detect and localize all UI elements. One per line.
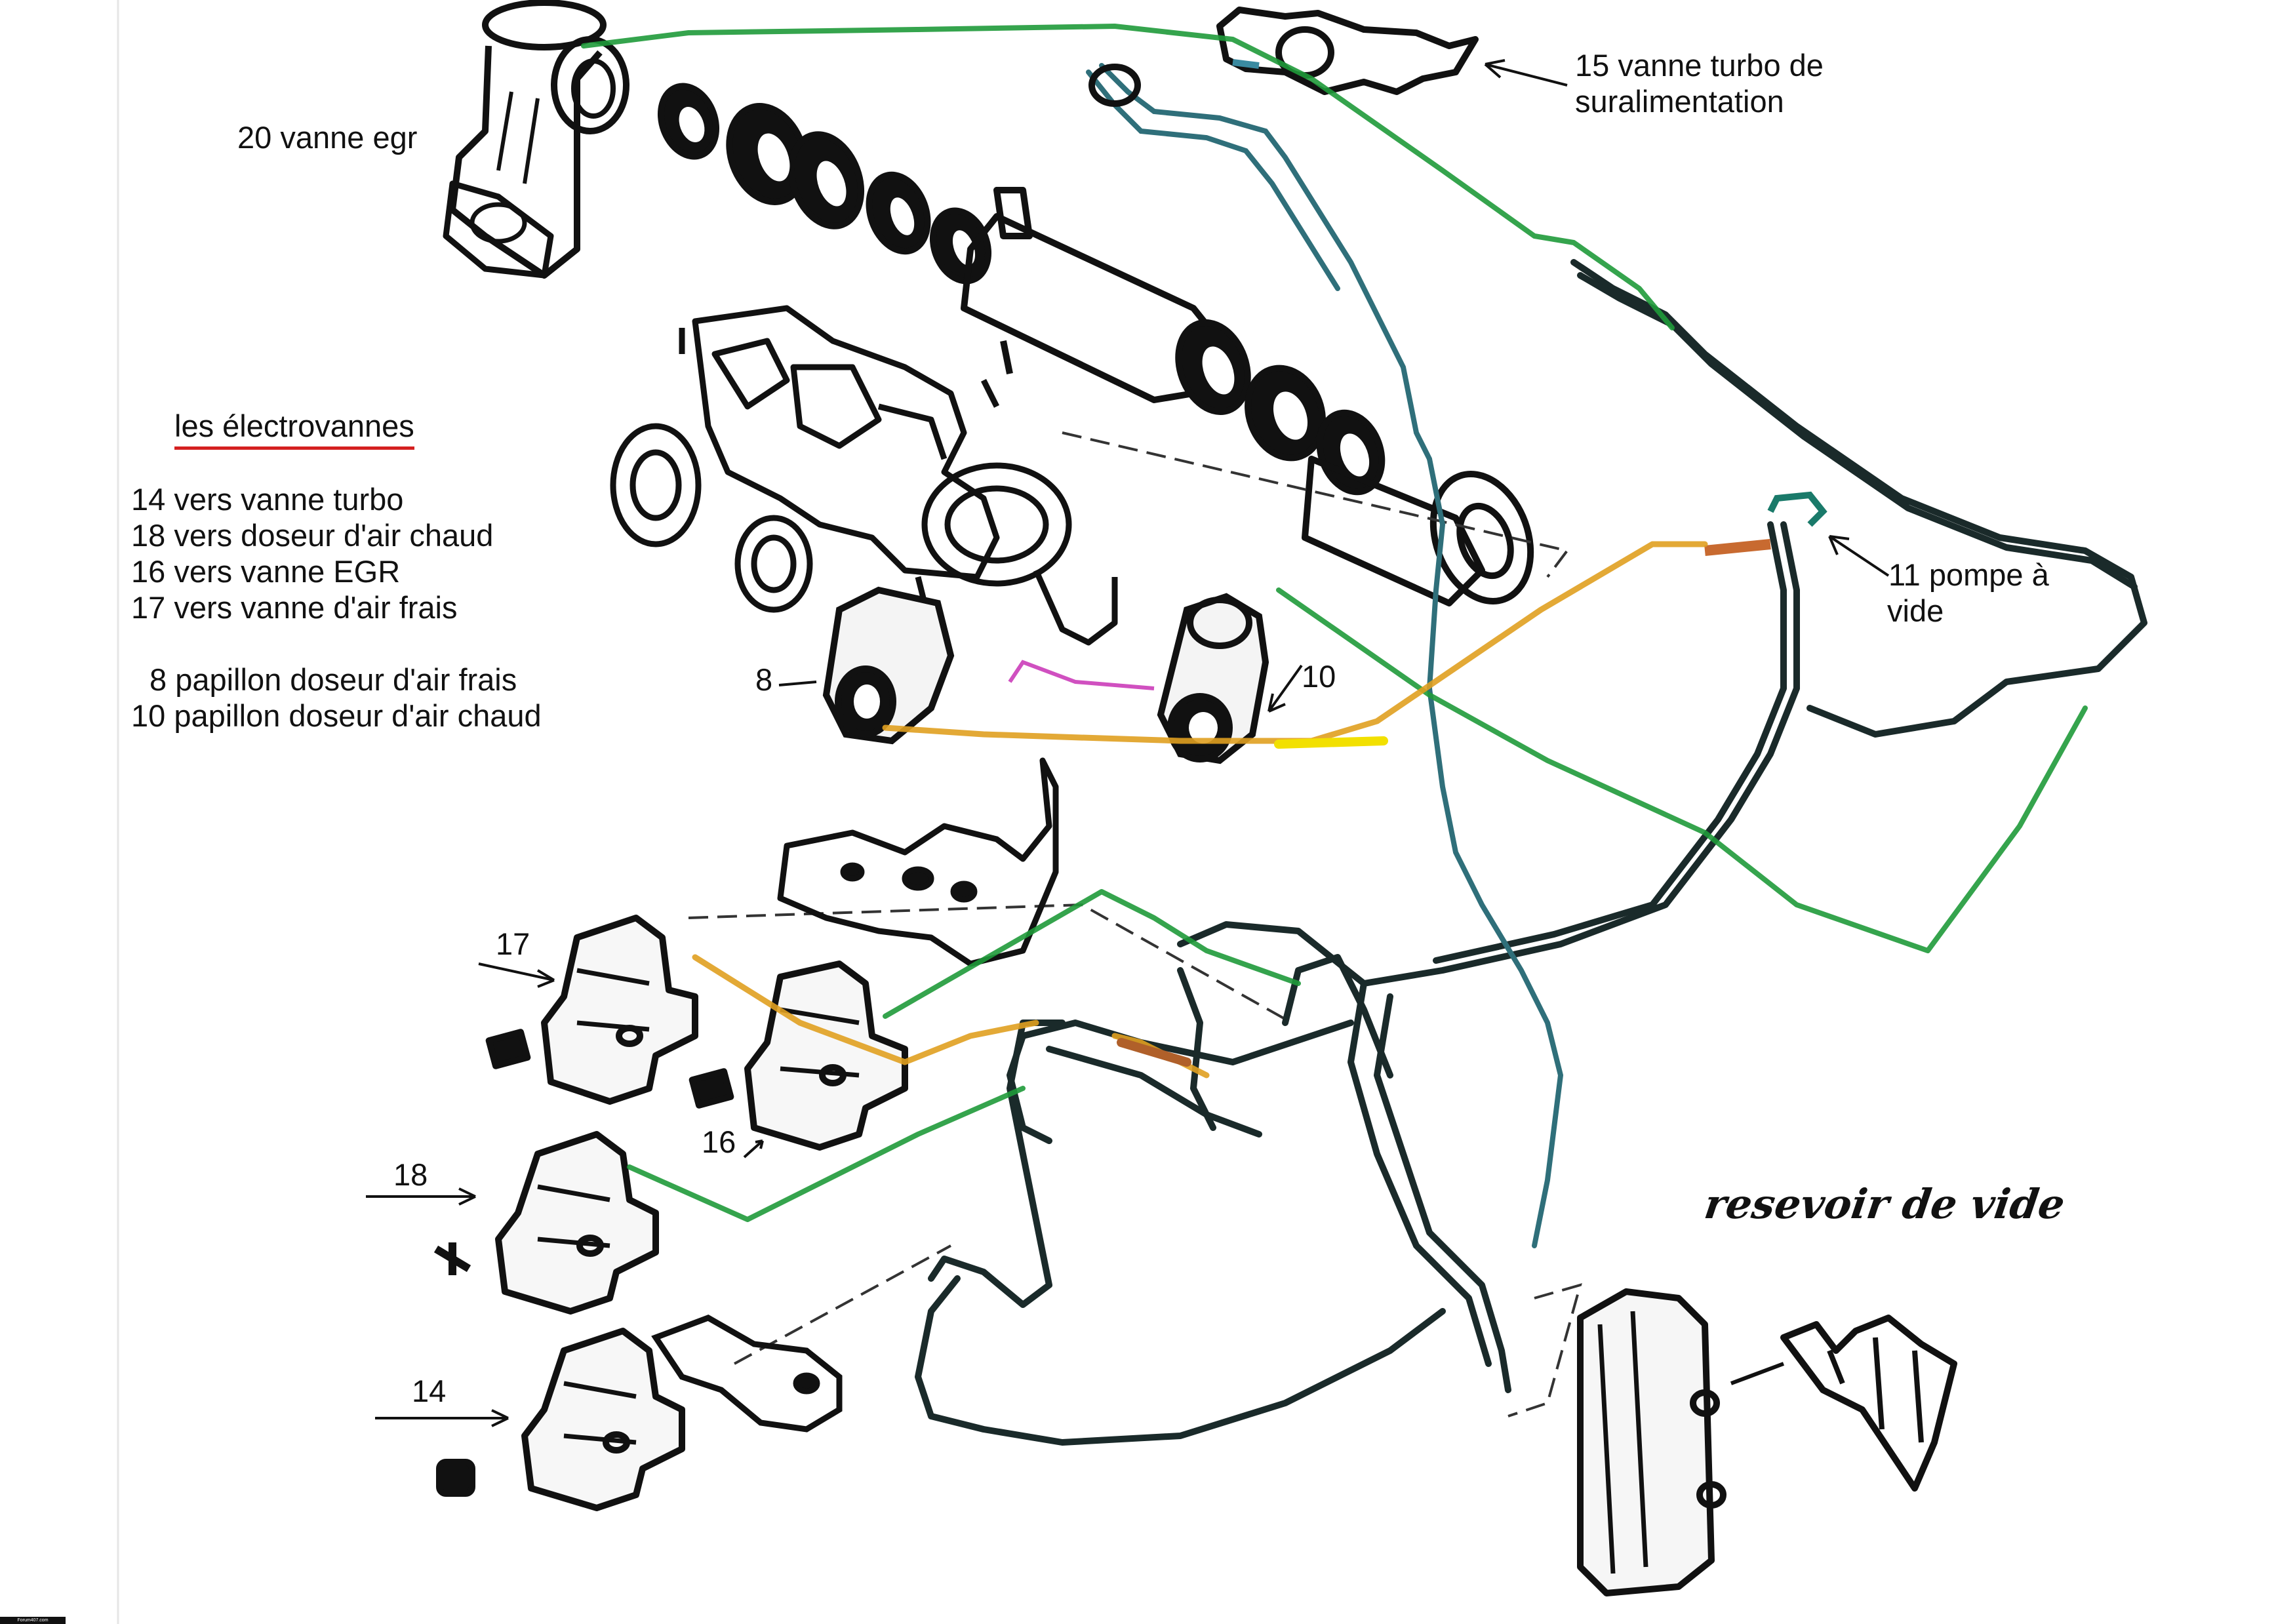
bracket-14: [651, 1315, 843, 1433]
label-part-17: 17: [496, 926, 530, 961]
legend-item: 17 vers vanne d'air frais: [131, 590, 458, 625]
label-part-8: 8: [755, 662, 773, 697]
label-part-18: 18: [393, 1157, 428, 1192]
vacuum-hoses-teal: [1086, 63, 1564, 1248]
label-vacuum-reservoir: resevoir de vide: [1701, 1180, 2068, 1228]
dashed-outlines: [688, 431, 1582, 1417]
callout-arrows: [366, 59, 1890, 1427]
solenoid-17: [485, 915, 698, 1105]
label-part-16: 16: [702, 1124, 736, 1159]
legend-item: 16 vers vanne EGR: [131, 554, 401, 589]
label-vacuum-pump-1: 11 pompe à: [1888, 557, 2049, 592]
legend-throttle-item: 8 papillon doseur d'air frais: [150, 662, 517, 697]
vacuum-pump-part: [1704, 491, 1827, 556]
legend-item: 18 vers doseur d'air chaud: [131, 518, 494, 553]
label-vacuum-pump-2: vide: [1887, 593, 1944, 628]
legend-item: 14 vers vanne turbo: [131, 482, 404, 517]
hose-yellow: [1274, 736, 1388, 749]
throttle-10-part: [1157, 593, 1269, 764]
legend-title: les électrovannes: [174, 408, 414, 450]
solenoid-14: [436, 1328, 685, 1511]
hose-magenta: [1008, 660, 1155, 690]
label-egr-valve: 20 vanne egr: [237, 120, 418, 155]
throttle-8-part: [822, 586, 955, 745]
solenoid-18: [433, 1131, 659, 1315]
egr-valve-part: [443, 0, 629, 279]
vacuum-hoses-dark: [915, 259, 2147, 1446]
solenoid-bracket: [777, 757, 1059, 967]
legend-throttle-item: 10 papillon doseur d'air chaud: [131, 698, 542, 733]
vacuum-reservoir-part: [1577, 1288, 1957, 1596]
label-turbo-valve-1: 15 vanne turbo de: [1575, 48, 1824, 83]
hose-green: [581, 24, 2088, 1222]
solenoid-16: [688, 961, 908, 1151]
label-part-14: 14: [412, 1374, 447, 1408]
hose-brown-segment: [1117, 1038, 1191, 1067]
egr-cooler: [961, 187, 1534, 606]
label-part-10: 10: [1302, 659, 1336, 694]
corner-badge: Forum407.com: [0, 1617, 66, 1624]
label-turbo-valve-2: suralimentation: [1575, 84, 1784, 119]
